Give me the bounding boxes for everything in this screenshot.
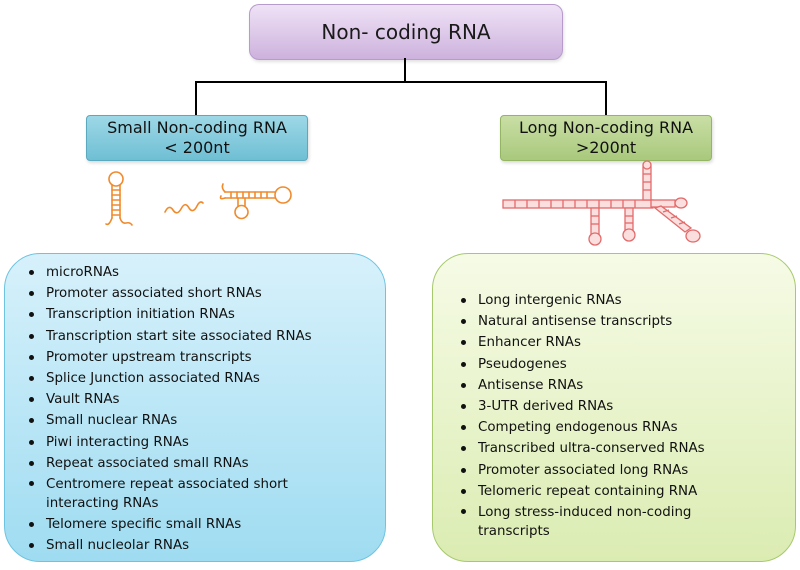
connector-root-stem (404, 58, 406, 82)
list-item: Vault RNAs (27, 389, 375, 410)
list-item: Antisense RNAs (459, 375, 785, 396)
connector-right-drop (605, 81, 607, 115)
list-item: Transcribed ultra-conserved RNAs (459, 438, 785, 459)
list-item: Long intergenic RNAs (459, 290, 785, 311)
list-item: Promoter associated short RNAs (27, 283, 375, 304)
single-strand-rna-icon (164, 201, 204, 214)
small-ncrna-list-panel: microRNAs Promoter associated short RNAs… (4, 253, 386, 562)
list-item: Long stress-induced non-coding transcrip… (459, 502, 748, 542)
list-item: Small nucleolar RNAs (27, 535, 375, 556)
list-item: Transcription initiation RNAs (27, 304, 375, 325)
long-rna-structure-illustration (502, 160, 701, 246)
hairpin-rna-icon (105, 171, 133, 226)
long-ncrna-title: Long Non-coding RNA (518, 118, 694, 137)
root-node: Non- coding RNA (249, 4, 563, 60)
branched-rna-icon (219, 183, 292, 220)
list-item: Telomere specific small RNAs (27, 514, 375, 535)
connector-horizontal (195, 81, 607, 83)
long-ncrna-list: Long intergenic RNAs Natural antisense t… (459, 290, 785, 542)
list-item: Competing endogenous RNAs (459, 417, 785, 438)
root-label: Non- coding RNA (321, 20, 491, 44)
list-item: microRNAs (27, 262, 375, 283)
list-item: 3-UTR derived RNAs (459, 396, 785, 417)
list-item: Piwi interacting RNAs (27, 432, 375, 453)
list-item: Small nuclear RNAs (27, 410, 375, 431)
small-ncrna-size: < 200nt (164, 138, 230, 157)
list-item: Promoter associated long RNAs (459, 460, 785, 481)
list-item: Enhancer RNAs (459, 332, 785, 353)
small-rna-structures-illustration (105, 171, 292, 226)
list-item: Natural antisense transcripts (459, 311, 785, 332)
list-item: Pseudogenes (459, 354, 785, 375)
long-ncrna-size: >200nt (575, 138, 637, 157)
list-item: Repeat associated small RNAs (27, 453, 375, 474)
connector-left-drop (195, 81, 197, 115)
small-ncrna-title: Small Non-coding RNA (107, 118, 287, 137)
small-ncrna-node: Small Non-coding RNA < 200nt (86, 115, 308, 161)
small-ncrna-list: microRNAs Promoter associated short RNAs… (27, 262, 375, 556)
list-item: Transcription start site associated RNAs (27, 326, 375, 347)
list-item: Telomeric repeat containing RNA (459, 481, 785, 502)
list-item: Splice Junction associated RNAs (27, 368, 375, 389)
list-item: Centromere repeat associated short inter… (27, 474, 311, 514)
long-ncrna-list-panel: Long intergenic RNAs Natural antisense t… (432, 253, 796, 562)
list-item: Promoter upstream transcripts (27, 347, 375, 368)
long-ncrna-node: Long Non-coding RNA >200nt (500, 115, 712, 161)
